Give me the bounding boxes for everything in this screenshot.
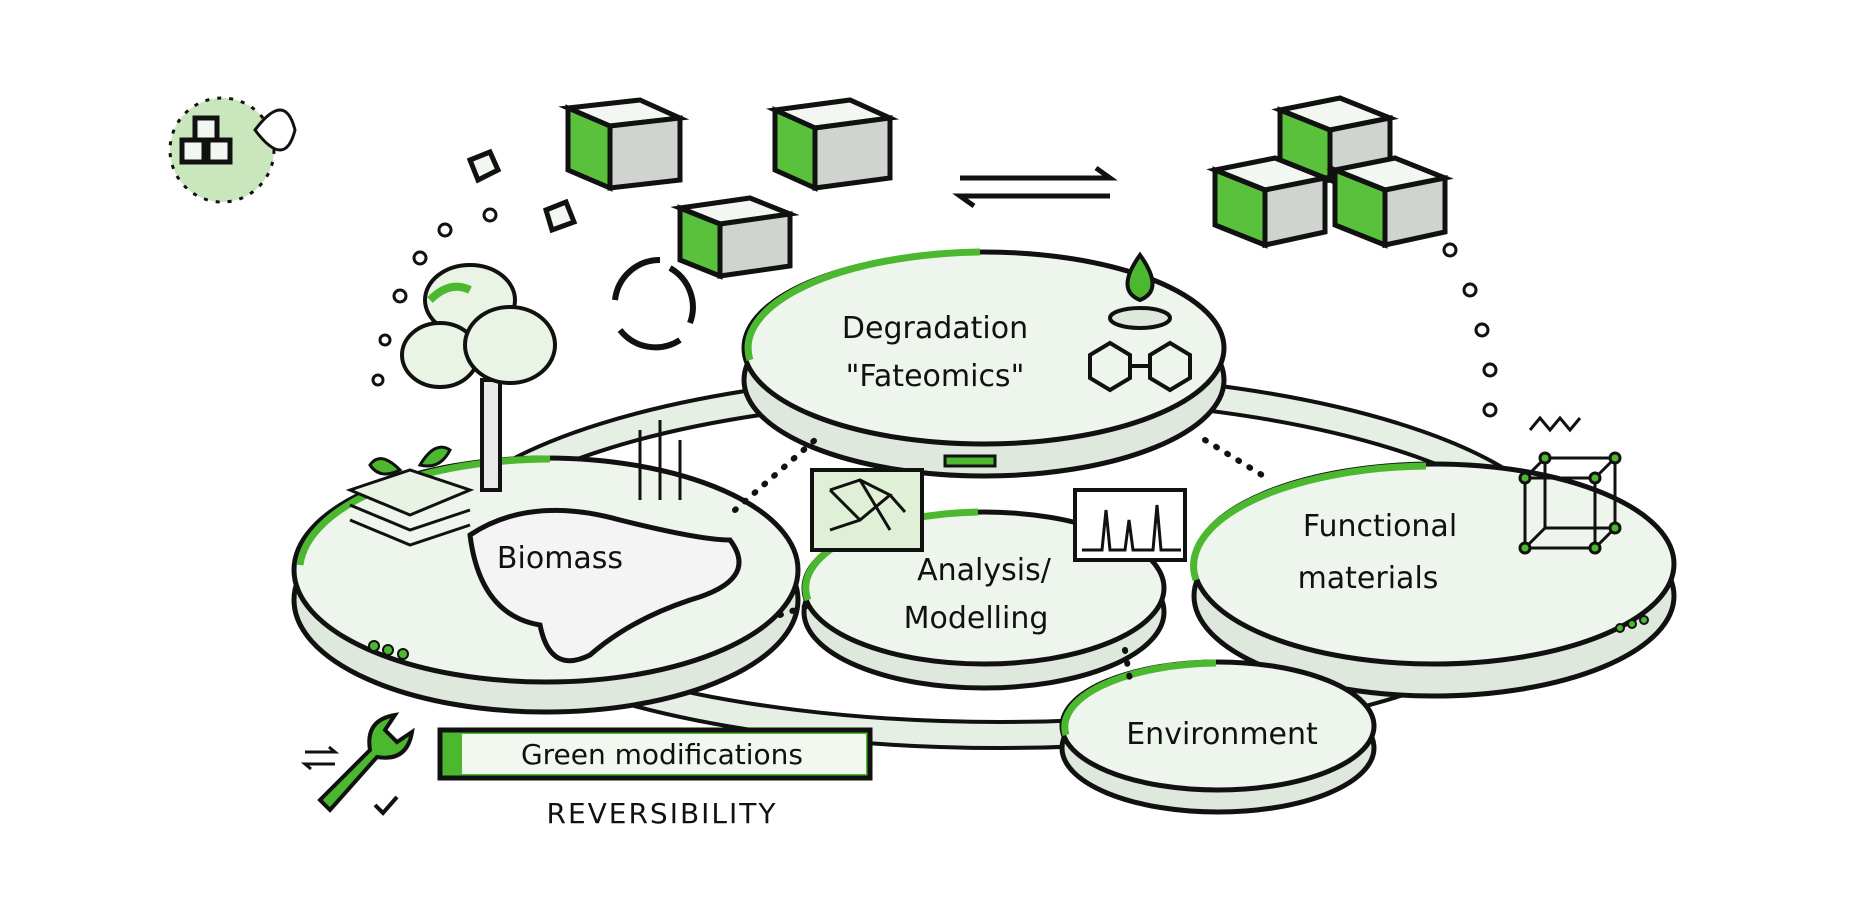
circular-bioeconomy-logo-icon [168, 96, 297, 204]
crystal-lattice-icon [1518, 415, 1622, 555]
plant-icon [345, 420, 682, 547]
green-modifications-label-box: Green modifications [437, 727, 873, 781]
degradation-label: Degradation [842, 311, 1028, 346]
biomass-disc[interactable]: Biomass [291, 455, 801, 715]
green-modifications-label: Green modifications [521, 738, 803, 771]
analysis-label: Analysis/ [917, 553, 1052, 588]
molecule-icon [1088, 340, 1192, 393]
cycle-arrows-icon [612, 256, 696, 351]
checkmark-icon [373, 795, 399, 816]
cube-cluster-icon [1206, 95, 1454, 249]
modelling-label: Modelling [904, 601, 1049, 636]
cube-icon [466, 148, 578, 234]
spectrum-chart-icon [1073, 488, 1187, 562]
fateomics-label: "Fateomics" [846, 359, 1025, 394]
wrench-icon [300, 712, 415, 813]
droplet-flame-icon [1108, 251, 1172, 330]
functional-materials-disc[interactable]: Functional materials [1190, 461, 1677, 699]
exchange-arrows-icon [952, 165, 1118, 209]
status-dots-icon [368, 640, 409, 660]
cube-icon [765, 97, 900, 192]
environment-disc[interactable]: Environment [1059, 659, 1377, 815]
neural-network-icon [810, 468, 924, 552]
materials-label: materials [1298, 561, 1439, 596]
cube-icon [670, 195, 800, 280]
dotted-links [732, 437, 1273, 683]
cube-icon [558, 97, 690, 192]
degradation-disc[interactable]: Degradation "Fateomics" [741, 248, 1227, 479]
biomass-label: Biomass [497, 541, 623, 576]
reversibility-label: REVERSIBILITY [546, 797, 777, 830]
dotted-trail [371, 207, 1498, 418]
functional-label: Functional [1303, 509, 1457, 544]
tree-icon [400, 263, 557, 492]
environment-label: Environment [1126, 717, 1318, 752]
